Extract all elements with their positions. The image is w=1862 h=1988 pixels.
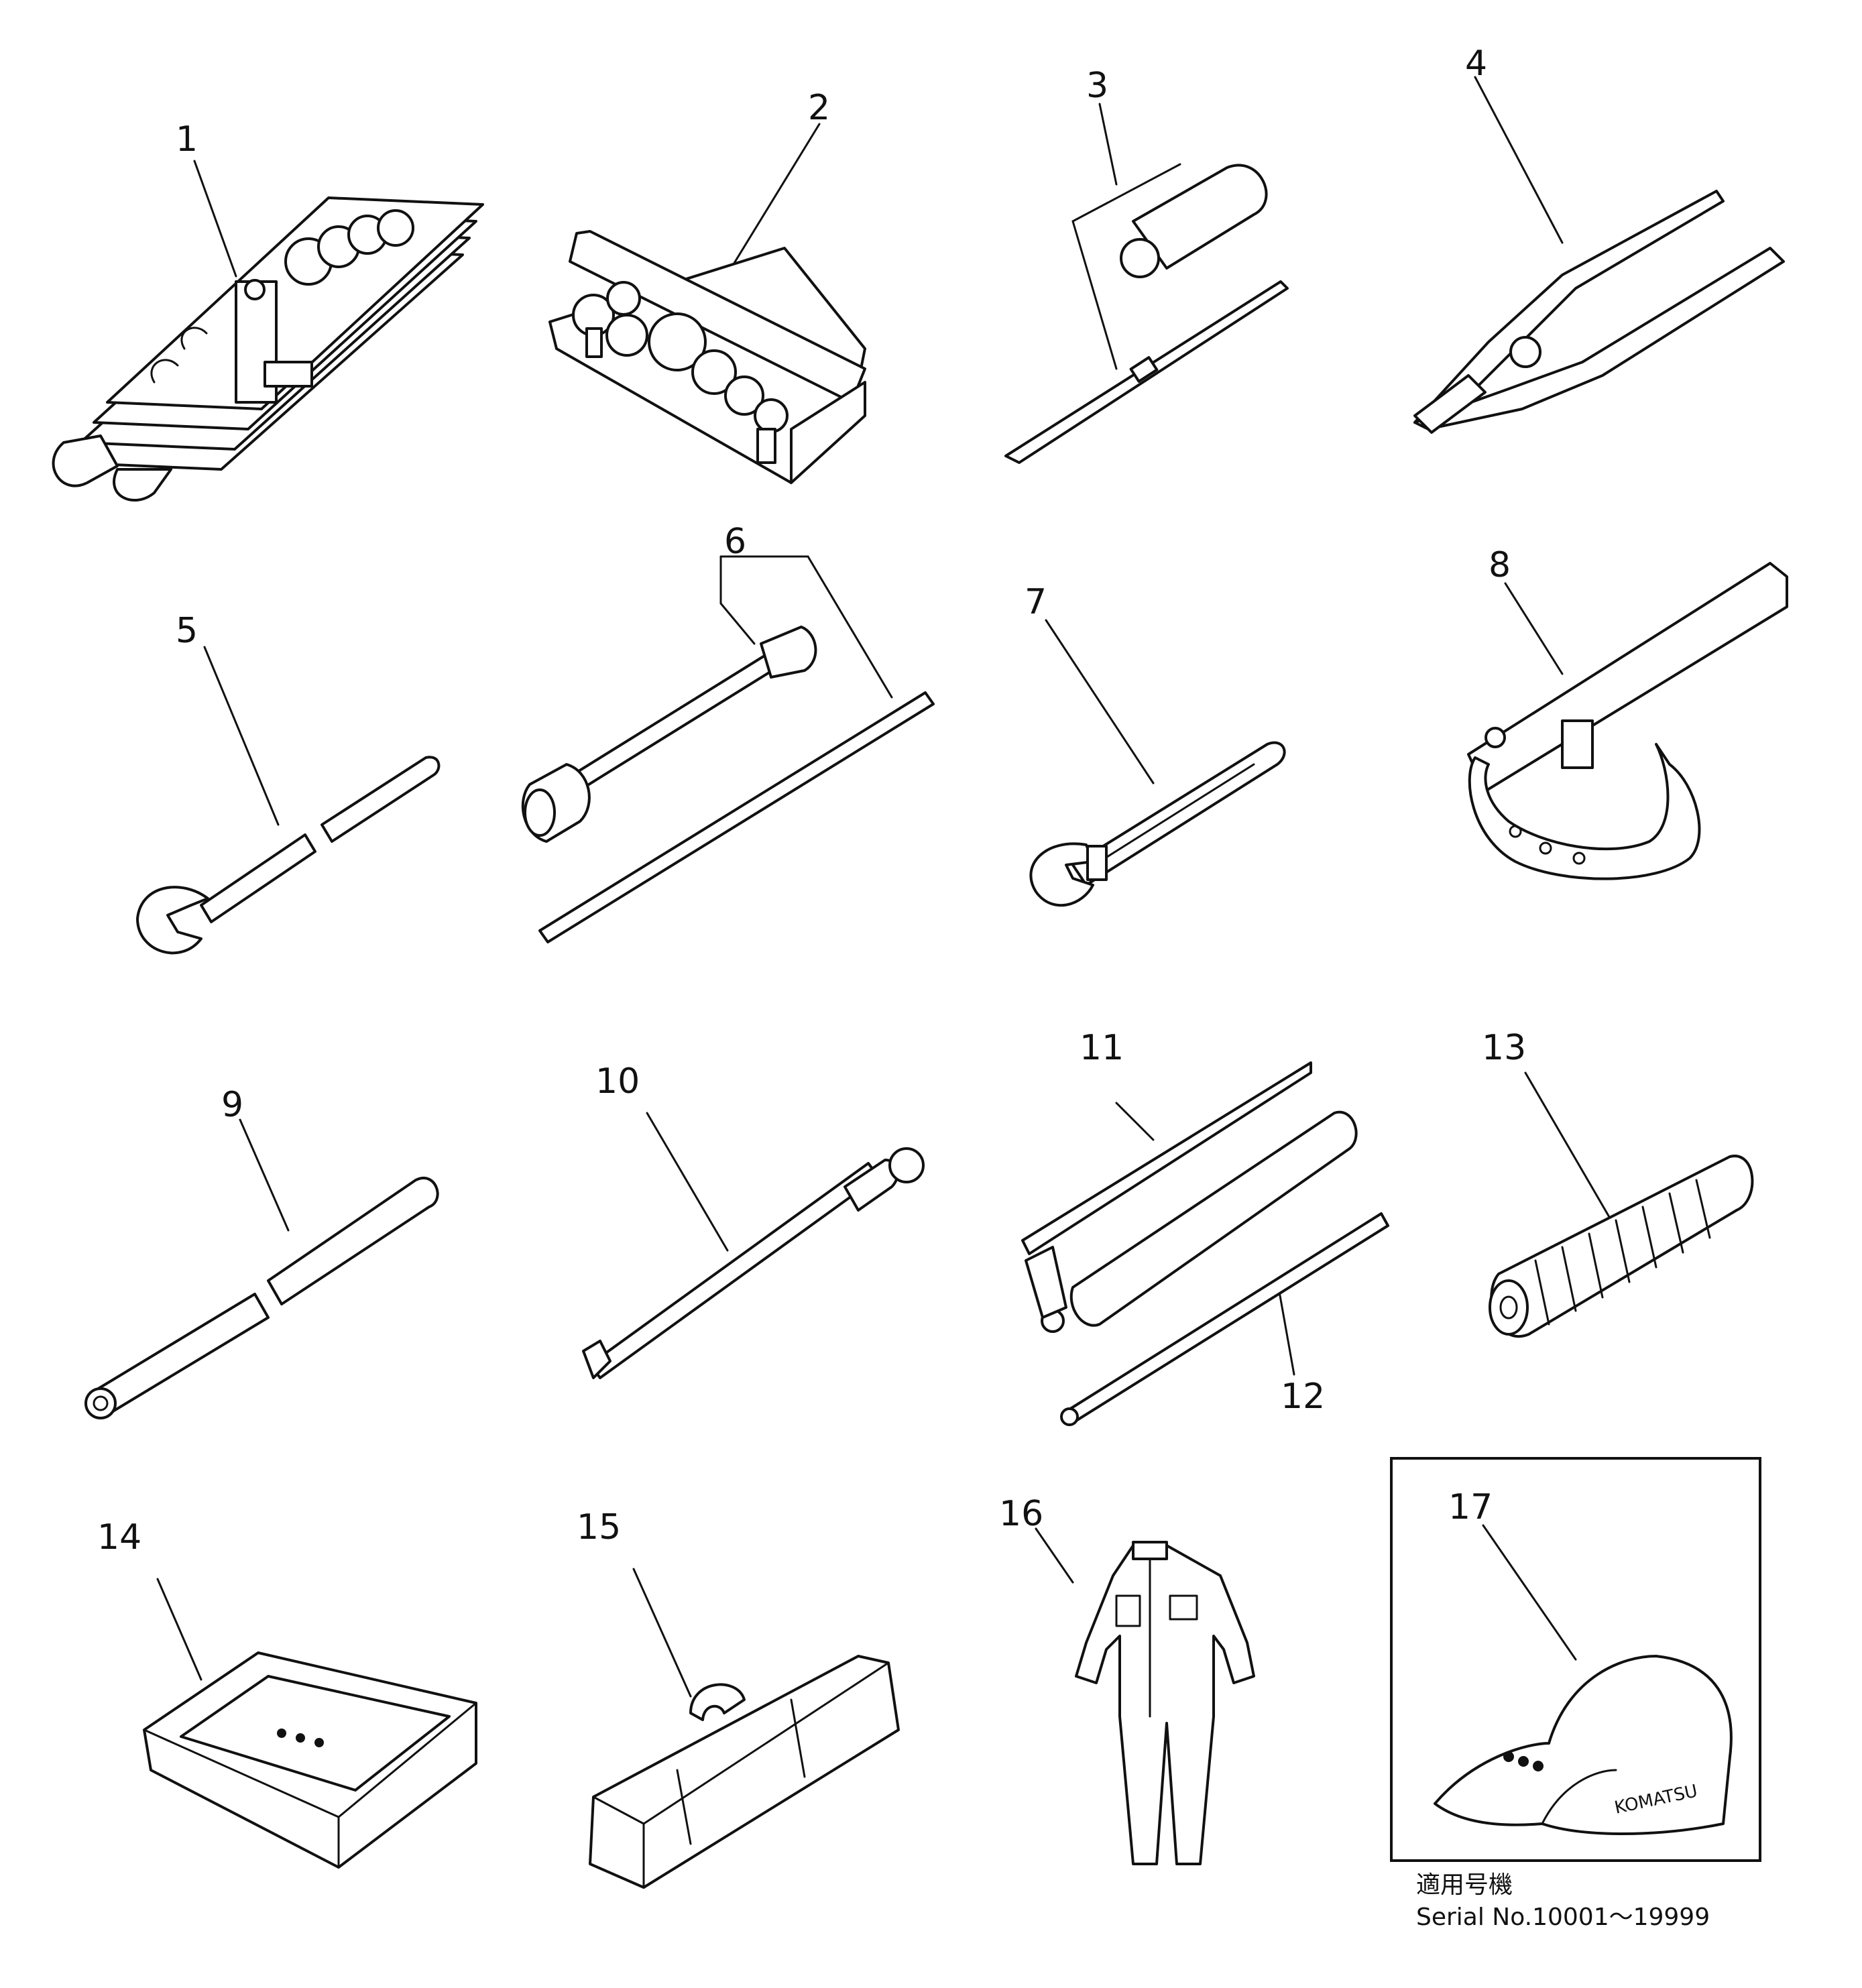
screwdriver-drawing bbox=[1004, 103, 1289, 464]
pliers-drawing bbox=[1413, 76, 1785, 434]
callout-6: 6 bbox=[724, 522, 746, 562]
callout-5: 5 bbox=[176, 611, 198, 651]
cap-frame bbox=[1390, 1457, 1761, 1862]
filter-wrench-drawing bbox=[1467, 562, 1788, 880]
callout-11: 11 bbox=[1080, 1028, 1124, 1068]
coverall-drawing bbox=[1035, 1527, 1255, 1865]
grease-gun-drawing bbox=[1021, 1061, 1389, 1426]
tool-bag-drawing bbox=[589, 1568, 900, 1889]
callout-3: 3 bbox=[1086, 66, 1108, 106]
callout-7: 7 bbox=[1025, 582, 1047, 622]
spring-drawing bbox=[1489, 1071, 1754, 1338]
socket-set-drawing bbox=[548, 123, 866, 484]
callout-4: 4 bbox=[1465, 44, 1487, 84]
callout-10: 10 bbox=[595, 1061, 640, 1102]
box-wrench-drawing bbox=[521, 555, 935, 943]
spanner-drawing bbox=[136, 646, 441, 955]
manual-case-drawing bbox=[143, 1578, 477, 1869]
callout-2: 2 bbox=[808, 88, 830, 128]
callout-12: 12 bbox=[1281, 1377, 1325, 1417]
serial-note: 適用号機 Serial No.10001～19999 bbox=[1416, 1869, 1710, 1934]
pipe-drawing bbox=[84, 1118, 439, 1419]
serial-range: Serial No.10001～19999 bbox=[1416, 1904, 1710, 1931]
callout-13: 13 bbox=[1482, 1028, 1526, 1068]
pry-bar-drawing bbox=[582, 1112, 925, 1379]
callout-16: 16 bbox=[999, 1494, 1043, 1534]
callout-15: 15 bbox=[577, 1507, 621, 1547]
cap-drawing bbox=[1390, 1457, 1761, 1862]
callout-9: 9 bbox=[221, 1085, 243, 1125]
callout-8: 8 bbox=[1489, 545, 1511, 585]
applicable-heading: 適用号機 bbox=[1416, 1871, 1513, 1899]
adjustable-wrench-drawing bbox=[1029, 619, 1286, 907]
callout-1: 1 bbox=[176, 119, 198, 160]
wrench-set-drawing bbox=[52, 160, 484, 502]
callout-14: 14 bbox=[97, 1517, 141, 1558]
callout-17: 17 bbox=[1448, 1487, 1493, 1527]
